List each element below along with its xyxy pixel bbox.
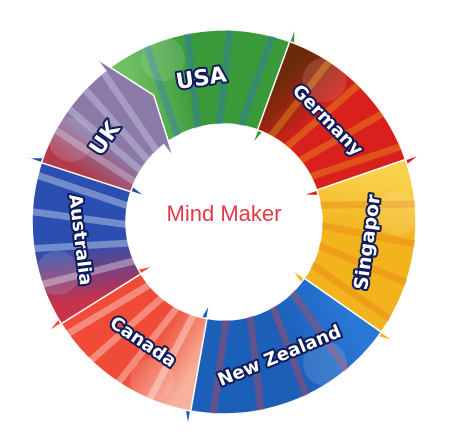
segment-uk — [40, 57, 175, 193]
australia-flag-icon — [26, 165, 145, 295]
us-flag-icon — [136, 26, 283, 145]
singapore-flag-icon — [301, 191, 416, 334]
segment-arrow — [25, 155, 147, 325]
segment-arrow — [256, 40, 422, 198]
canada-flag-icon — [48, 276, 202, 412]
uk-flag-icon — [41, 58, 166, 191]
segment-germany — [256, 40, 422, 198]
new-zealand-flag-icon — [207, 281, 361, 427]
center-title: Mind Maker — [166, 201, 282, 226]
segment-australia — [25, 155, 147, 325]
cycle-segments — [25, 26, 422, 427]
germany-flag-icon — [262, 43, 421, 184]
segment-arrow — [40, 57, 175, 193]
